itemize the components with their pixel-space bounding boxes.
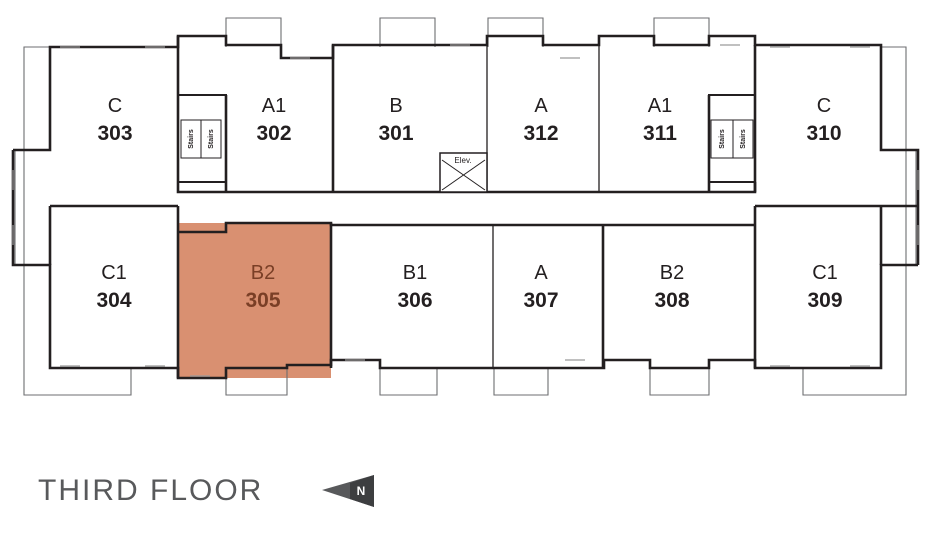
unit-type-label: C1 (812, 262, 838, 284)
unit-type-label: B (389, 95, 402, 117)
unit-number-label: 308 (654, 289, 689, 312)
unit-304[interactable]: C1 304 (96, 262, 131, 312)
north-arrow-icon: N (322, 475, 374, 507)
unit-number-label: 304 (96, 289, 131, 312)
stairs-label: Stairs (188, 129, 195, 149)
unit-312[interactable]: A 312 (523, 95, 558, 145)
stairs-left: Stairs Stairs (177, 94, 227, 183)
unit-type-label: B1 (403, 262, 427, 284)
unit-305[interactable]: B2 305 (245, 262, 280, 312)
unit-number-label: 302 (256, 122, 291, 145)
unit-type-label: A1 (648, 95, 672, 117)
unit-306[interactable]: B1 306 (397, 262, 432, 312)
unit-309[interactable]: C1 309 (807, 262, 842, 312)
unit-number-label: 307 (523, 289, 558, 312)
unit-type-label: A1 (262, 95, 286, 117)
unit-number-label: 311 (643, 122, 677, 145)
balcony-outlines (14, 17, 917, 396)
unit-number-label: 305 (245, 289, 280, 312)
unit-number-label: 310 (806, 122, 841, 145)
stairs-label: Stairs (740, 129, 747, 149)
unit-type-label: C (108, 95, 122, 117)
floor-title: THIRD FLOOR (38, 474, 264, 507)
unit-307[interactable]: A 307 (523, 262, 558, 312)
unit-number-label: 301 (378, 122, 413, 145)
unit-311[interactable]: A1 311 (643, 95, 677, 145)
unit-type-label: B2 (660, 262, 684, 284)
unit-number-label: 303 (97, 122, 132, 145)
unit-type-label: B2 (251, 262, 275, 284)
unit-310[interactable]: C 310 (806, 95, 841, 145)
unit-number-label: 306 (397, 289, 432, 312)
unit-305-highlight (179, 223, 331, 378)
elevator: Elev. (439, 152, 488, 193)
stairs-label: Stairs (208, 129, 215, 149)
unit-301[interactable]: B 301 (378, 95, 413, 145)
unit-type-label: A (534, 262, 548, 284)
unit-type-label: C (817, 95, 831, 117)
unit-number-label: 312 (523, 122, 558, 145)
unit-type-label: A (534, 95, 548, 117)
stairs-label: Stairs (719, 129, 726, 149)
floor-plan: Stairs Stairs Stairs Stairs Elev. C 303 … (11, 17, 920, 396)
unit-308[interactable]: B2 308 (654, 262, 689, 312)
north-label: N (357, 484, 366, 498)
window-markers (12, 44, 919, 377)
unit-number-label: 309 (807, 289, 842, 312)
stairs-right: Stairs Stairs (708, 94, 756, 183)
elevator-label: Elev. (454, 156, 471, 165)
unit-type-label: C1 (101, 262, 127, 284)
unit-303[interactable]: C 303 (97, 95, 132, 145)
unit-302[interactable]: A1 302 (256, 95, 291, 145)
